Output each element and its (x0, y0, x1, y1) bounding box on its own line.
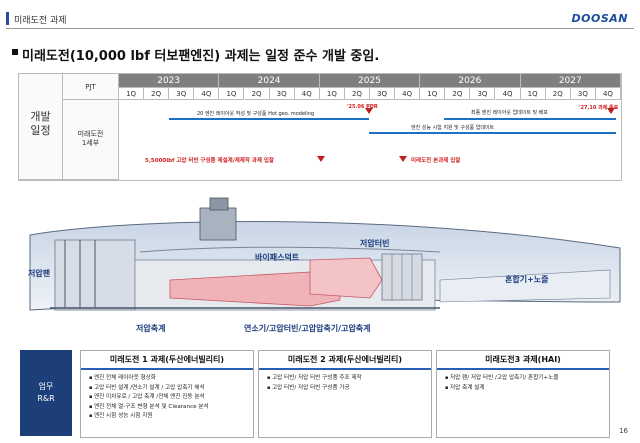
doosan-logo: DOOSAN (571, 12, 628, 25)
header-accent-bar (6, 12, 9, 25)
quarter-header: 2Q (545, 88, 571, 100)
note-pdr: '25.06 PDR (347, 104, 378, 110)
year-header: 2024 (219, 74, 320, 88)
quarter-header: 3Q (570, 88, 596, 100)
task1-box: 미래도전 1 과제(두산에너빌리티) 엔진 전체 레이아웃 형상화 고압 터빈 … (80, 350, 254, 438)
end-marker-icon (607, 108, 615, 114)
pdr-marker-icon (365, 108, 373, 114)
quarter-header: 3Q (269, 88, 295, 100)
header-divider (6, 28, 634, 29)
task2-underline (259, 368, 431, 370)
task1-item: 엔진 전체 레이아웃 형상화 (89, 374, 253, 384)
quarter-header: 1Q (420, 88, 446, 100)
pjt-label: PJT (63, 74, 119, 100)
task2-title: 미래도전 2 과제(두산에너빌리티) (287, 355, 403, 364)
task1-list: 엔진 전체 레이아웃 형상화 고압 터빈 설계 /연소기 설계 / 고압 압축기… (81, 374, 253, 422)
label-bypass-duct: 바이패스덕트 (255, 253, 300, 262)
task1-item: 고압 터빈 설계 /연소기 설계 / 고압 압축기 해석 (89, 384, 253, 394)
task3-underline (437, 368, 609, 370)
milestone1-marker-icon (317, 156, 325, 162)
year-header: 2026 (420, 74, 521, 88)
note-milestone2: 미래도전 본과제 입찰 (411, 158, 461, 164)
note-layout: 20 엔진 레이아웃 작성 및 구성품 Hot geo. modeling (197, 111, 315, 117)
quarter-header: 4Q (294, 88, 320, 100)
engine-cross-section-diagram: 저압팬 바이패스덕트 저압터빈 혼합기+노즐 저압축계 연소기/고압터빈/고압압… (10, 190, 630, 340)
task2-item: 고압 터빈/ 저압 터빈 구성품 주조 제작 (267, 374, 431, 384)
note-test-support: 엔진 성능 시험 지원 및 구성품 업데이트 (411, 125, 495, 131)
task-label: 미래도전 1세부 (63, 100, 119, 180)
note-milestone1: 5,5000lbf 고압 터빈 구성품 제설계/제제작 과제 입찰 (145, 158, 274, 164)
task3-item: 저압 팬/ 저압 터빈 /고압 압축기/ 혼합기+노즐 (445, 374, 609, 384)
task3-title: 미래도전3 과제(HAI) (485, 355, 561, 364)
quarter-header: 4Q (595, 88, 621, 100)
schedule-table: 개발 일정 PJT 미래도전 1세부 20 엔진 레이아웃 작성 및 구성품 H… (18, 73, 622, 181)
quarter-header: 4Q (395, 88, 421, 100)
quarter-header: 1Q (319, 88, 345, 100)
quarter-header: 2Q (344, 88, 370, 100)
schedule-row-label: 개발 일정 (19, 74, 63, 180)
quarter-header: 3Q (370, 88, 396, 100)
task3-item: 저압 축계 설계 (445, 384, 609, 394)
quarter-header: 4Q (495, 88, 521, 100)
quarter-header: 2Q (244, 88, 270, 100)
rr-label-text: 업무 R&R (37, 382, 55, 403)
quarter-header: 1Q (119, 88, 145, 100)
task2-box: 미래도전 2 과제(두산에너빌리티) 고압 터빈/ 저압 터빈 구성품 주조 제… (258, 350, 432, 438)
quarter-header: 3Q (470, 88, 496, 100)
quarter-header: 2Q (445, 88, 471, 100)
task1-item: 엔진 시험 성능 시험 지원 (89, 412, 253, 422)
timeline-bar-final (444, 118, 616, 120)
bullet-icon (12, 49, 18, 55)
year-header: 2023 (119, 74, 220, 88)
task1-underline (81, 368, 253, 370)
timeline-bar-layout (169, 118, 369, 120)
quarter-header: 2Q (144, 88, 170, 100)
label-hot-section: 연소기/고압터빈/고압압축기/고압축계 (244, 324, 371, 333)
label-low-pressure-fan: 저압팬 (28, 269, 51, 278)
label-mixer-nozzle: 혼합기+노즐 (505, 275, 549, 284)
milestone2-marker-icon (399, 156, 407, 162)
task1-item: 엔진 이차유로 / 고압 축계 /전체 엔진 진동 분석 (89, 393, 253, 403)
quarter-header: 3Q (169, 88, 195, 100)
headline: 미래도전(10,000 lbf 터보팬엔진) 과제는 일정 준수 개발 중임. (22, 49, 380, 64)
note-final-layout: 최종 엔진 레이아웃 업데이트 및 배포 (471, 110, 548, 116)
task2-list: 고압 터빈/ 저압 터빈 구성품 주조 제작 고압 터빈/ 저압 터빈 구성품 … (259, 374, 431, 393)
quarter-header: 1Q (520, 88, 546, 100)
task1-title: 미래도전 1 과제(두산에너빌리티) (109, 355, 225, 364)
note-end: '27.10 과제 종료 (579, 105, 619, 111)
quarter-header: 4Q (194, 88, 220, 100)
label-low-pressure-shaft: 저압축계 (136, 324, 166, 333)
year-header: 2027 (520, 74, 621, 88)
rr-label: 업무 R&R (20, 350, 72, 436)
page-number: 16 (619, 427, 628, 435)
task1-item: 엔진 전체 열-구조 변형 분석 및 Clearance 분석 (89, 403, 253, 413)
label-low-pressure-turbine: 저압터빈 (360, 239, 390, 248)
year-header: 2025 (319, 74, 421, 88)
section-title: 미래도전 과제 (14, 16, 67, 26)
engine-cross-section-image (29, 197, 621, 311)
task3-list: 저압 팬/ 저압 터빈 /고압 압축기/ 혼합기+노즐 저압 축계 설계 (437, 374, 609, 393)
timeline-bar-test-support (369, 132, 616, 134)
task2-item: 고압 터빈/ 저압 터빈 구성품 가공 (267, 384, 431, 394)
task3-box: 미래도전3 과제(HAI) 저압 팬/ 저압 터빈 /고압 압축기/ 혼합기+노… (436, 350, 610, 438)
quarter-header: 1Q (219, 88, 245, 100)
